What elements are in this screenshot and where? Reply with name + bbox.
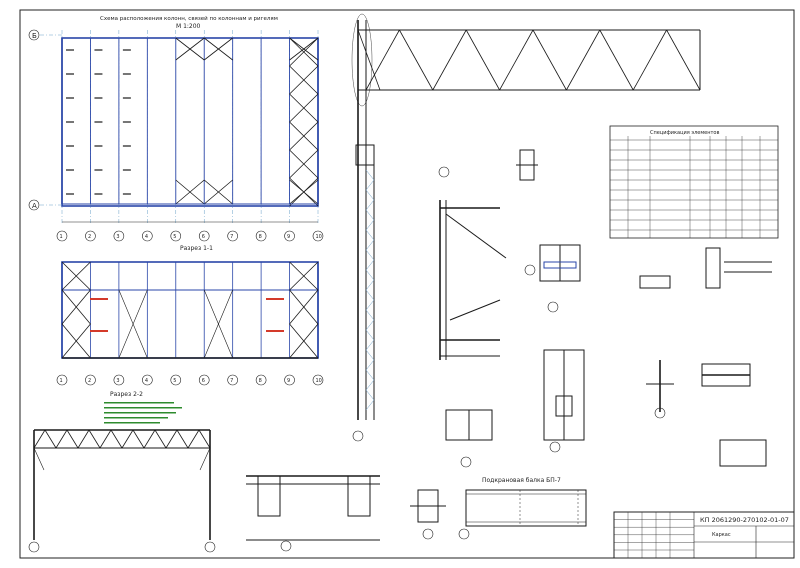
plan-axis-label: 1: [60, 234, 63, 240]
plan-axis-label: 5: [173, 234, 176, 240]
sheet-frame: [19, 9, 795, 559]
stamp-code: КП 2061290-270102-01-07: [700, 516, 789, 524]
stamp-sub: Каркас: [712, 532, 731, 538]
plan-axis-label: 4: [145, 234, 148, 240]
section-axis-label: 1: [60, 378, 63, 384]
plan-view: Схема расположения колонн, связей по кол…: [28, 15, 324, 242]
section-axis-label: 9: [287, 378, 290, 384]
plan-mark: М 1:200: [176, 23, 201, 30]
section-axis-label: 4: [145, 378, 148, 384]
column-truss-elevation: [351, 13, 701, 442]
section-2-detail: [246, 475, 380, 552]
title-block: КП 2061290-270102-01-07 Каркас: [613, 511, 795, 559]
section-axis-label: 2: [88, 378, 91, 384]
beam-title: Подкрановая балка БП-7: [482, 477, 561, 484]
section-axis-label: 5: [173, 378, 176, 384]
row-bubble-b: [28, 29, 40, 41]
plan-axis-label: 6: [202, 234, 205, 240]
plan-axis-label: 2: [88, 234, 91, 240]
spec-table: Спецификация элементов: [609, 125, 779, 239]
row-label-a: А: [32, 202, 37, 210]
plate-detail: [410, 489, 446, 540]
plan-axis-label: 10: [316, 234, 322, 240]
section-axis-label: 8: [259, 378, 262, 384]
section-axis-label: 10: [316, 378, 322, 384]
row-bubble-a: [28, 199, 40, 211]
section-axis-label: 6: [202, 378, 205, 384]
plan-title: Схема расположения колонн, связей по кол…: [100, 15, 278, 22]
section-axis-label: 3: [116, 378, 119, 384]
section-axis-label: 7: [230, 378, 233, 384]
node-details: [438, 149, 772, 468]
section-title: Разрез 1-1: [180, 245, 213, 252]
crane-beam: Подкрановая балка БП-7: [458, 477, 587, 540]
plan-axis-label: 7: [230, 234, 233, 240]
plan-axis-label: 8: [259, 234, 262, 240]
notes-block: Разрез 2-2: [104, 391, 182, 424]
plan-axis-label: 9: [287, 234, 290, 240]
plan-axis-label: 3: [116, 234, 119, 240]
row-label-b: Б: [32, 32, 37, 40]
spec-title: Спецификация элементов: [650, 130, 719, 136]
frame-elevation: [28, 429, 216, 553]
section-view: Разрез 1-1 1 2 3 4 5 6 7 8 9 10: [56, 245, 324, 386]
section2-title: Разрез 2-2: [110, 391, 143, 398]
